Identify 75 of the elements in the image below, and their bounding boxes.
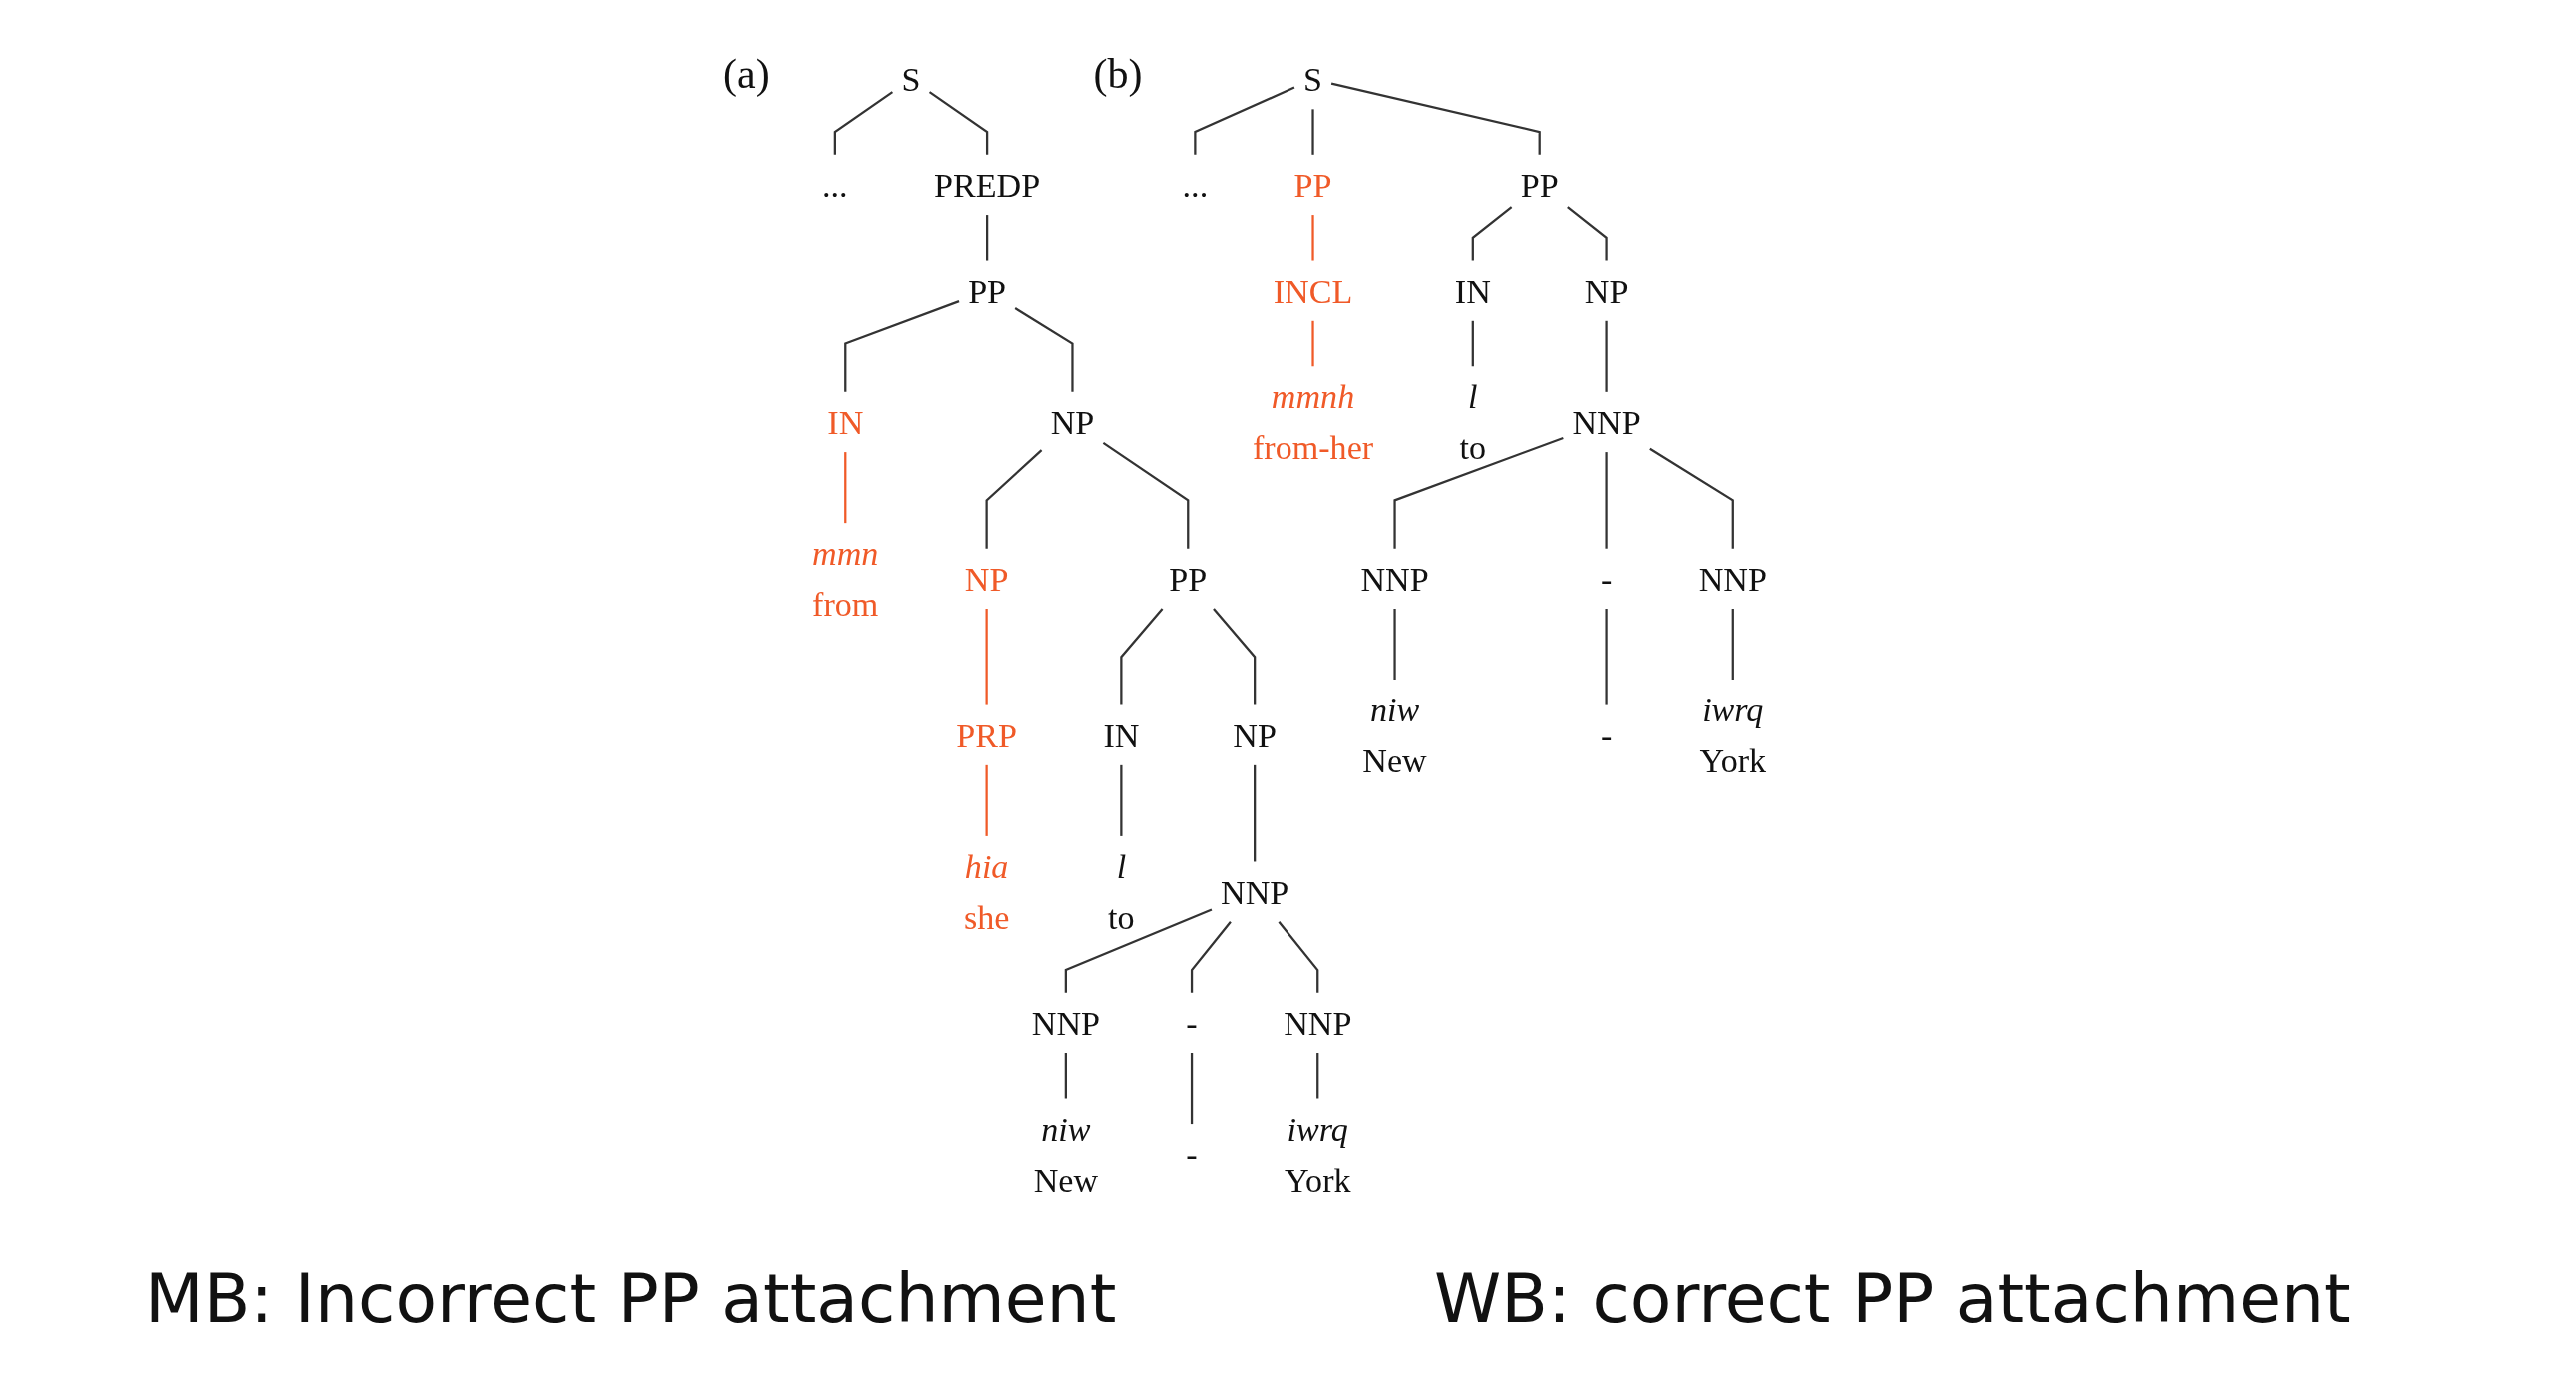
node-text: IN xyxy=(1103,715,1140,754)
connector xyxy=(1213,608,1257,705)
connector xyxy=(1311,215,1314,261)
node-text: - xyxy=(1186,1004,1198,1042)
node-text: mmnh from-her xyxy=(1252,377,1374,467)
connector xyxy=(1393,436,1564,549)
node-text: l to xyxy=(1459,377,1487,467)
connector xyxy=(1471,206,1513,261)
node-text: NP xyxy=(1050,403,1095,441)
node-text: S xyxy=(1303,60,1323,98)
node-text: iwrq York xyxy=(1284,1109,1351,1199)
connector xyxy=(1311,320,1314,367)
node-text: ... xyxy=(822,166,848,204)
connector xyxy=(1605,608,1608,705)
node-text: hia she xyxy=(963,847,1010,936)
node-text: PREDP xyxy=(934,166,1041,204)
connector xyxy=(1064,1053,1067,1099)
connector xyxy=(1102,441,1190,549)
connector xyxy=(1194,86,1295,155)
node-text: NNP xyxy=(1698,560,1767,598)
connector xyxy=(985,608,988,705)
connector xyxy=(1120,764,1123,836)
connector xyxy=(1254,764,1257,862)
node-text: PRP xyxy=(956,715,1017,754)
connector xyxy=(985,764,988,836)
node-text: iwrq York xyxy=(1699,691,1767,780)
node-text: ... xyxy=(1182,166,1209,204)
node-text: - xyxy=(1186,1135,1198,1173)
node-text: - xyxy=(1600,560,1613,598)
node-text: mmn from xyxy=(812,534,879,624)
node-text: niw New xyxy=(1033,1109,1099,1199)
node-text: NP xyxy=(1233,715,1277,754)
connector xyxy=(985,215,989,261)
connector xyxy=(1330,82,1541,155)
node-text: INCL xyxy=(1273,271,1353,310)
connector xyxy=(844,452,847,524)
connector xyxy=(1393,608,1396,680)
node-text: NNP xyxy=(1031,1004,1100,1042)
node-text: niw New xyxy=(1362,691,1427,780)
node-text: NNP xyxy=(1221,872,1289,911)
connector xyxy=(1731,608,1734,680)
connector xyxy=(1316,1053,1319,1099)
node-text: NP xyxy=(964,560,1009,598)
node-text: NNP xyxy=(1360,560,1429,598)
node-text: PP xyxy=(968,271,1007,310)
panel-label: (a) xyxy=(723,50,770,98)
connector xyxy=(1120,608,1164,705)
node-text: - xyxy=(1600,715,1613,754)
connector xyxy=(1064,908,1213,993)
panel-label: (b) xyxy=(1093,50,1143,98)
connector xyxy=(1278,921,1319,993)
node-text: l to xyxy=(1108,847,1135,936)
connector xyxy=(928,91,989,155)
connector xyxy=(1567,206,1608,261)
connector xyxy=(1605,320,1608,392)
node-text: NNP xyxy=(1284,1004,1352,1042)
connector xyxy=(1190,1053,1194,1125)
node-text: NNP xyxy=(1572,403,1641,441)
connector xyxy=(1649,447,1734,549)
node-text: PP xyxy=(1169,560,1208,598)
connector xyxy=(1190,921,1232,993)
connector xyxy=(1605,452,1608,549)
node-text: PP xyxy=(1520,166,1559,204)
node-text: NP xyxy=(1584,271,1629,310)
node-text: S xyxy=(901,60,921,98)
connector xyxy=(1471,320,1474,367)
connector xyxy=(833,91,894,155)
node-text: PP xyxy=(1293,166,1332,204)
connector xyxy=(985,449,1043,549)
node-text: IN xyxy=(1454,271,1491,310)
caption: MB: Incorrect PP attachment xyxy=(145,1259,1117,1338)
caption: WB: correct PP attachment xyxy=(1434,1259,2351,1338)
connector xyxy=(844,300,960,392)
node-text: IN xyxy=(827,403,864,441)
connector xyxy=(1311,109,1314,155)
